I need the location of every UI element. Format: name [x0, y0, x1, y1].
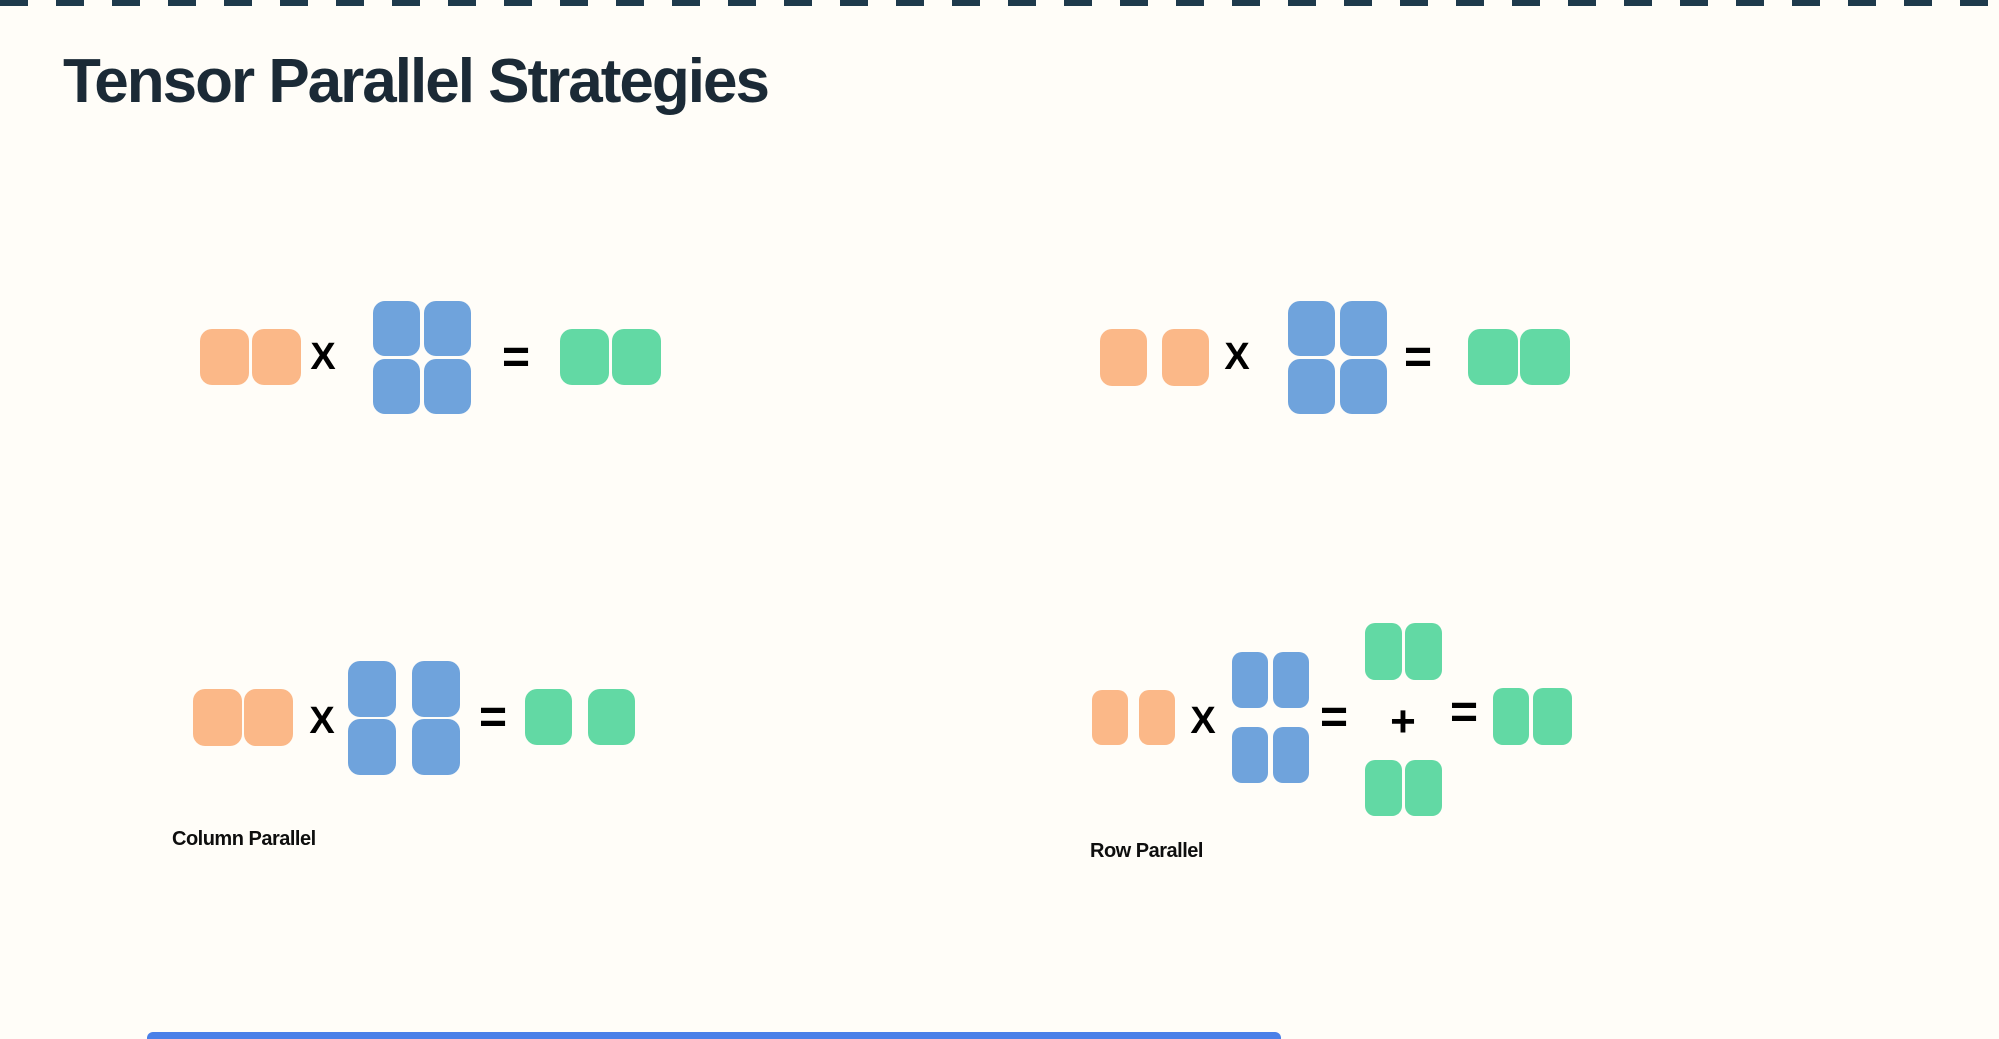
row-parallel-label: Row Parallel — [1090, 840, 1203, 862]
page-title: Tensor Parallel Strategies — [63, 47, 770, 116]
input-cell — [252, 329, 301, 385]
matrix-col2-cell — [412, 661, 460, 717]
matrix-row2-cell — [1273, 727, 1309, 783]
matrix-col1-cell — [348, 719, 396, 775]
partial-output-cell — [1365, 760, 1402, 816]
top-edge-square-pattern — [0, 0, 1999, 6]
bottom-edge-shape — [147, 1032, 1281, 1039]
partial-output-cell — [1405, 760, 1442, 816]
matrix-cell — [373, 359, 420, 414]
matrix-col2-cell — [412, 719, 460, 775]
output-cell — [1533, 688, 1572, 745]
matrix-cell — [424, 359, 471, 414]
matrix-cell — [424, 301, 471, 356]
output-shard-cell — [588, 689, 635, 745]
input-cell — [244, 689, 293, 746]
matrix-row2-cell — [1232, 727, 1268, 783]
input-cell — [200, 329, 249, 385]
input-cell — [193, 689, 242, 746]
partial-output-cell — [1365, 623, 1402, 680]
output-cell — [1520, 329, 1570, 385]
equals-operator: = — [1449, 685, 1479, 739]
equals-operator: = — [1319, 690, 1349, 744]
multiply-operator: X — [309, 699, 335, 742]
equals-operator: = — [478, 690, 508, 744]
multiply-operator: X — [310, 335, 336, 378]
matrix-cell — [1340, 301, 1387, 356]
output-cell — [1493, 688, 1529, 745]
matrix-row1-cell — [1232, 652, 1268, 708]
column-parallel-label: Column Parallel — [172, 828, 316, 850]
equals-operator: = — [501, 330, 531, 384]
matrix-cell — [1288, 301, 1335, 356]
multiply-operator: X — [1190, 699, 1216, 742]
matrix-cell — [373, 301, 420, 356]
plus-operator: + — [1390, 697, 1416, 746]
matrix-col1-cell — [348, 661, 396, 717]
input-cell — [1162, 329, 1209, 386]
input-cell — [1100, 329, 1147, 386]
input-cell — [1092, 690, 1128, 745]
matrix-cell — [1340, 359, 1387, 414]
partial-output-cell — [1405, 623, 1442, 680]
output-cell — [1468, 329, 1518, 385]
matrix-cell — [1288, 359, 1335, 414]
output-cell — [612, 329, 661, 385]
matrix-row1-cell — [1273, 652, 1309, 708]
multiply-operator: X — [1224, 335, 1250, 378]
output-shard-cell — [525, 689, 572, 745]
output-cell — [560, 329, 609, 385]
equals-operator: = — [1403, 330, 1433, 384]
input-cell — [1139, 690, 1175, 745]
